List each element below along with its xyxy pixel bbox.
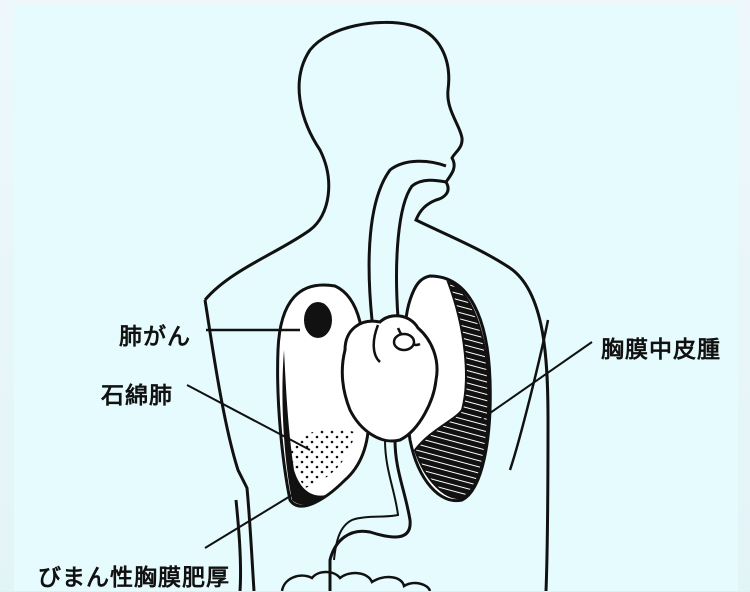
body-outline <box>205 22 548 591</box>
diffuse-pleural-thickening-label: びまん性胸膜肥厚 <box>38 558 230 592</box>
lung-cancer-label: 肺がん <box>119 317 191 351</box>
asbestosis-label: 石綿肺 <box>101 376 173 410</box>
left-arm-outline <box>205 300 254 591</box>
pleural-mesothelioma-label: 胸膜中皮腫 <box>601 330 721 364</box>
mesothelioma-leader <box>480 342 592 420</box>
intestine <box>282 572 430 591</box>
